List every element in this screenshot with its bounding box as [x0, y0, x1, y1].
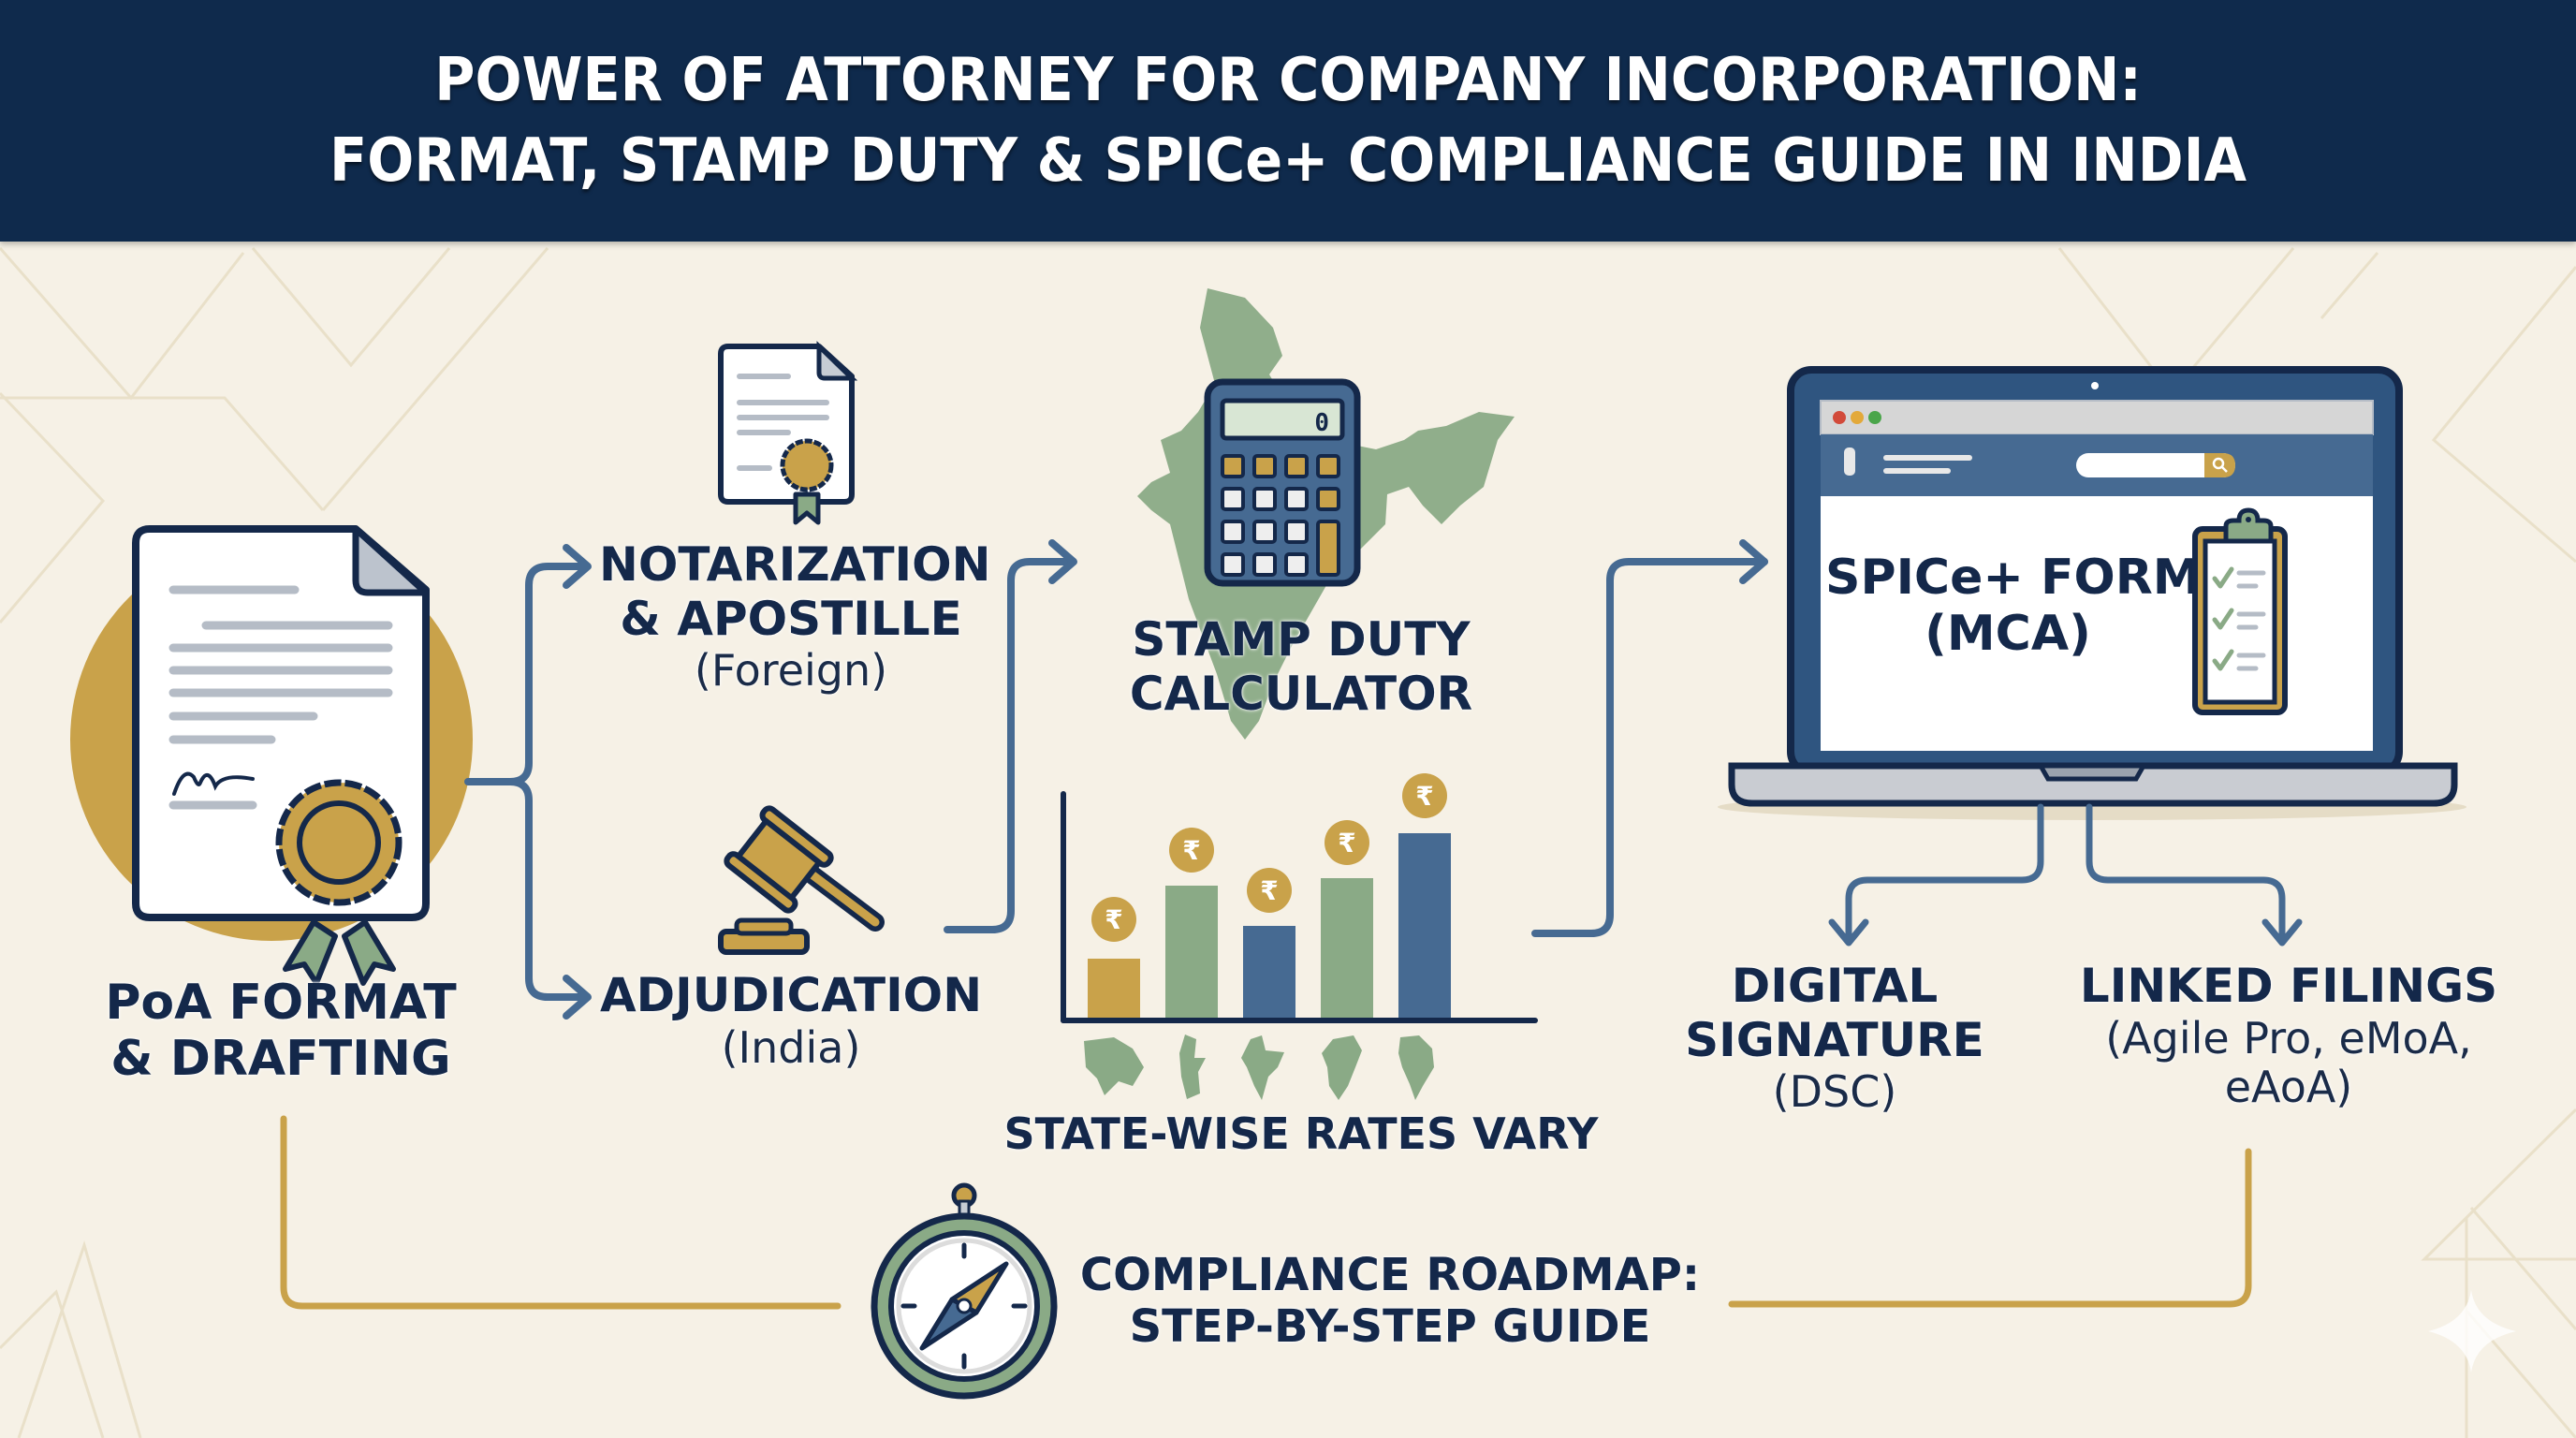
compass-icon	[871, 1182, 1058, 1400]
spice-form-label: SPICe+ FORM (MCA)	[1825, 550, 2202, 663]
roadmap-title-line-2: STEP-BY-STEP GUIDE	[1129, 1300, 1651, 1354]
split-connector-laptop	[1828, 803, 2303, 946]
digital-signature-title-line-1: DIGITAL	[1731, 959, 1939, 1013]
poa-title-line-1: PoA FORMAT	[105, 975, 457, 1031]
digital-signature-subtitle: (DSC)	[1772, 1066, 1897, 1117]
poa-title-line-2: & DRAFTING	[110, 1030, 451, 1087]
linked-filings-label: LINKED FILINGS (Agile Pro, eMoA, eAoA)	[2069, 959, 2509, 1113]
roadmap-label: COMPLIANCE ROADMAP: STEP-BY-STEP GUIDE	[1067, 1249, 1713, 1354]
roadmap-frame-line	[280, 1115, 2252, 1310]
sparkle-icon	[2428, 1290, 2516, 1372]
state-rates-title: STATE-WISE RATES VARY	[1003, 1108, 1599, 1159]
connector-to-spice-form	[1531, 539, 1768, 937]
stamp-duty-title-line-2: CALCULATOR	[1129, 666, 1473, 721]
rupee-coin-icon: ₹	[1415, 781, 1433, 812]
laptop-icon	[1718, 366, 2466, 820]
calculator-icon: 0	[1204, 378, 1361, 587]
bar-chart-icon: ₹ ₹ ₹ ₹ ₹	[1061, 773, 1538, 1100]
digital-signature-label: DIGITAL SIGNATURE (DSC)	[1676, 959, 1994, 1117]
title-line-1: POWER OF ATTORNEY FOR COMPANY INCORPORAT…	[434, 46, 2142, 115]
rupee-coin-icon: ₹	[1182, 835, 1200, 866]
notarization-subtitle: (Foreign)	[694, 645, 888, 696]
poa-label: PoA FORMAT & DRAFTING	[103, 975, 459, 1088]
linked-filings-subtitle-line-1: (Agile Pro, eMoA,	[2105, 1012, 2472, 1064]
certified-document-icon	[718, 341, 858, 525]
connector-to-stamp-duty	[944, 539, 1077, 933]
notarization-title-line-2: & APOSTILLE	[620, 591, 962, 646]
adjudication-label: ADJUDICATION (India)	[599, 968, 983, 1073]
linked-filings-subtitle-line-2: eAoA)	[2224, 1062, 2353, 1113]
clipboard-checklist-icon	[2192, 507, 2288, 715]
state-rates-label: STATE-WISE RATES VARY	[1002, 1109, 1601, 1159]
title-banner: POWER OF ATTORNEY FOR COMPANY INCORPORAT…	[0, 0, 2576, 242]
digital-signature-title-line-2: SIGNATURE	[1685, 1012, 1984, 1067]
notarization-title-line-1: NOTARIZATION	[599, 537, 991, 592]
rupee-coin-icon: ₹	[1338, 828, 1355, 858]
branch-connector-poa	[464, 544, 592, 1020]
adjudication-subtitle: (India)	[721, 1021, 861, 1073]
stamp-duty-label: STAMP DUTY CALCULATOR	[1105, 612, 1498, 721]
bar-4	[1321, 878, 1373, 1018]
calculator-display: 0	[1314, 409, 1329, 437]
gavel-icon	[718, 805, 885, 955]
bar-3	[1243, 926, 1295, 1018]
notarization-label: NOTARIZATION & APOSTILLE (Foreign)	[599, 537, 991, 696]
title-line-2: FORMAT, STAMP DUTY & SPICe+ COMPLIANCE G…	[329, 126, 2247, 196]
roadmap-title-line-1: COMPLIANCE ROADMAP:	[1079, 1249, 1701, 1301]
bar-5	[1398, 833, 1451, 1018]
rupee-coin-icon: ₹	[1105, 904, 1122, 935]
rupee-coins	[1091, 773, 1447, 942]
bar-2	[1165, 886, 1218, 1018]
state-map-icons	[1084, 1034, 1434, 1100]
spice-form-title-line-1: SPICe+ FORM	[1825, 550, 2202, 606]
certificate-document-icon	[132, 525, 430, 986]
bar-1	[1088, 959, 1140, 1018]
adjudication-title: ADJUDICATION	[599, 968, 983, 1022]
rupee-coin-icon: ₹	[1260, 875, 1278, 906]
spice-form-title-line-2: (MCA)	[1925, 605, 2091, 662]
stamp-duty-title-line-1: STAMP DUTY	[1132, 612, 1471, 667]
linked-filings-title: LINKED FILINGS	[2079, 959, 2498, 1013]
